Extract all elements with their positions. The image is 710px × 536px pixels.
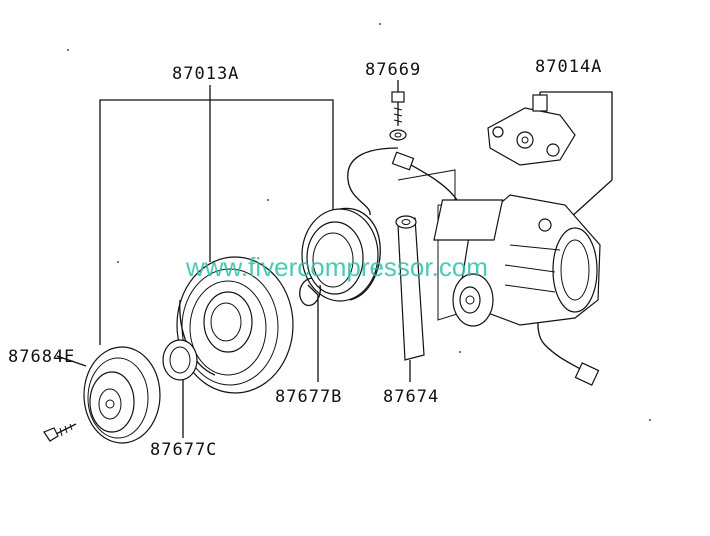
- label-87013A: 87013A: [172, 64, 239, 84]
- label-87677C: 87677C: [150, 440, 217, 460]
- compressor-body: [433, 194, 601, 327]
- snap-ring-87677B: [299, 277, 321, 307]
- scan-specks: [67, 23, 651, 421]
- label-87684E: 87684E: [8, 347, 75, 367]
- watermark: www.fivercompressor.com: [185, 252, 488, 282]
- field-coil: [301, 207, 381, 302]
- rear-head-87014A: [487, 94, 576, 166]
- label-87014A: 87014A: [535, 57, 602, 77]
- bolt-87669: [389, 91, 407, 141]
- label-87674: 87674: [383, 387, 439, 407]
- hub-plate-87684E: [83, 346, 161, 444]
- shim-ring-87677C: [162, 339, 198, 381]
- tube-87674: [395, 215, 425, 361]
- front-bolt: [43, 423, 77, 442]
- pulley: [176, 256, 294, 394]
- label-87677B: 87677B: [275, 387, 342, 407]
- label-87669: 87669: [365, 60, 421, 80]
